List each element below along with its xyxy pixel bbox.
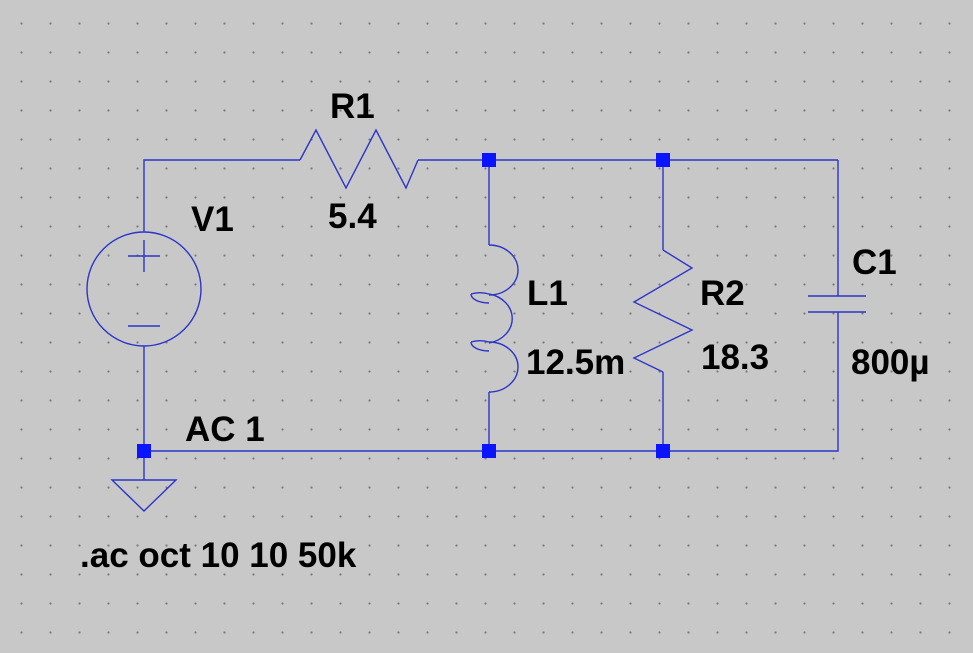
r1-name-label[interactable]: R1 xyxy=(330,87,375,126)
c1-value-label[interactable]: 800µ xyxy=(851,343,930,382)
l1-name-label[interactable]: L1 xyxy=(527,274,568,313)
junction-node[interactable] xyxy=(656,153,670,167)
wire-c1-bottom-side[interactable] xyxy=(144,312,839,452)
r2-value-label[interactable]: 18.3 xyxy=(701,338,770,377)
junction-node[interactable] xyxy=(137,444,151,458)
junction-node[interactable] xyxy=(482,153,496,167)
r1-value-label[interactable]: 5.4 xyxy=(328,197,377,236)
v1-name-label[interactable]: V1 xyxy=(191,200,234,239)
l1-value-label[interactable]: 12.5m xyxy=(526,343,626,382)
wire-v1-to-r1[interactable] xyxy=(143,159,300,232)
inductor-l1-symbol[interactable] xyxy=(470,244,519,393)
v1-value-label[interactable]: AC 1 xyxy=(185,410,265,449)
junction-node[interactable] xyxy=(656,444,670,458)
resistor-r1-symbol[interactable] xyxy=(299,128,419,190)
c1-name-label[interactable]: C1 xyxy=(852,243,897,282)
resistor-r2-symbol[interactable] xyxy=(632,249,694,373)
spice-directive[interactable]: .ac oct 10 10 50k xyxy=(80,536,357,575)
capacitor-c1-symbol[interactable] xyxy=(808,295,866,313)
plus-sign-icon xyxy=(128,240,160,272)
junction-node[interactable] xyxy=(482,444,496,458)
voltage-source-v1-symbol[interactable] xyxy=(86,231,202,347)
ground-icon[interactable] xyxy=(110,479,178,512)
r2-name-label[interactable]: R2 xyxy=(700,274,745,313)
